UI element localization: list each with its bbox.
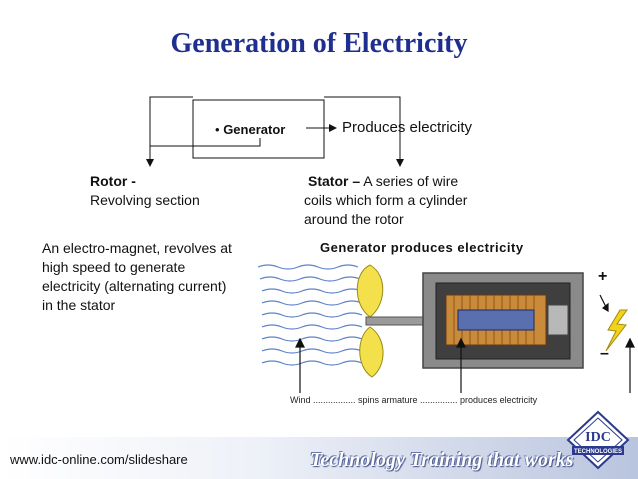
- generator-label: • Generator: [215, 120, 285, 139]
- electromagnet-line1: An electro-magnet, revolves at: [42, 240, 232, 256]
- shaft: [365, 316, 427, 326]
- idc-logo: IDC TECHNOLOGIES: [566, 410, 630, 470]
- illustration-caption-top: Generator produces electricity: [320, 240, 524, 255]
- stator-line1: Stator – A series of wire: [308, 172, 458, 191]
- stator-connector: [324, 96, 401, 146]
- wind-lines: [258, 264, 363, 366]
- footer-bar: [0, 437, 638, 479]
- generator-bullet: •: [215, 122, 220, 137]
- generator-illustration: [258, 264, 635, 393]
- rotor-desc: Revolving section: [90, 192, 200, 208]
- footer-slogan: Technology Training that works: [310, 449, 574, 471]
- stator-desc-2: coils which form a cylinder: [304, 192, 468, 208]
- minus-sign: –: [600, 345, 609, 362]
- illustration-caption-bottom: Wind ................. spins armature ..…: [290, 395, 538, 405]
- propeller: [356, 264, 384, 378]
- lightning-bolt-icon: [605, 309, 628, 352]
- armature: [457, 309, 535, 331]
- rotor-heading: Rotor -: [90, 173, 136, 189]
- electromagnet-line4: in the stator: [42, 297, 116, 313]
- logo-text: IDC: [585, 430, 611, 445]
- produces-label: Produces electricity: [342, 119, 473, 136]
- stator-heading: Stator –: [308, 173, 361, 189]
- electromagnet-line3: electricity (alternating current): [42, 278, 227, 294]
- electromagnet-line2: high speed to generate: [42, 259, 186, 275]
- page-title: Generation of Electricity: [170, 28, 468, 59]
- footer-url: www.idc-online.com/slideshare: [10, 452, 188, 467]
- generator-box: [192, 99, 325, 159]
- plus-sign: +: [598, 268, 608, 285]
- stator-desc-3: around the rotor: [304, 211, 404, 227]
- logo-subtext: TECHNOLOGIES: [574, 449, 622, 455]
- generator-text: Generator: [223, 122, 286, 137]
- stator-desc-1: A series of wire: [363, 173, 459, 189]
